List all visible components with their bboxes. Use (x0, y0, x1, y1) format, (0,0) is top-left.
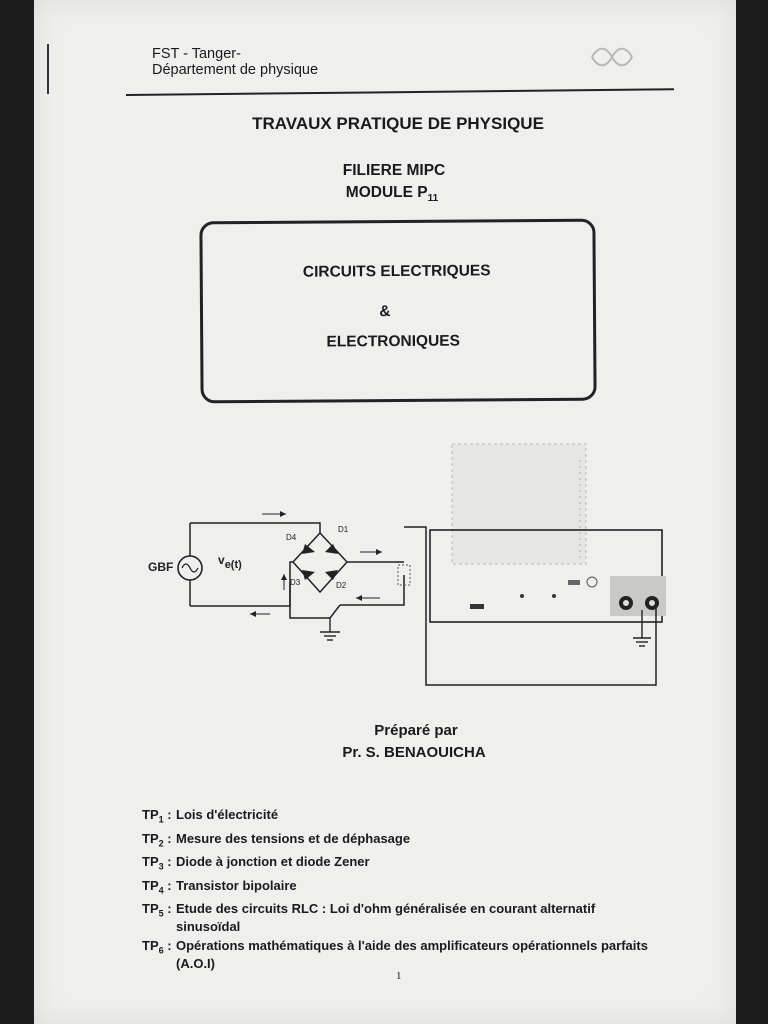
course-title-ampersand: & (379, 303, 391, 321)
page-number: 1 (396, 970, 402, 982)
list-item: TP6 : Opérations mathématiques à l'aide … (142, 937, 662, 973)
tp-title: Diode à jonction et diode Zener (176, 854, 370, 870)
oscilloscope-screen (451, 443, 587, 565)
list-item: TP5 : Etude des circuits RLC : Loi d'ohm… (142, 900, 662, 936)
course-title-line1: CIRCUITS ELECTRIQUES (302, 262, 491, 281)
bleed-through-logo (591, 47, 633, 67)
module-subscript: 11 (427, 193, 439, 205)
list-item: TP2 : Mesure des tensions et de déphasag… (142, 830, 662, 853)
list-item: TP3 : Diode à jonction et diode Zener (142, 853, 662, 876)
tp-title: Transistor bipolaire (176, 877, 297, 893)
tp-title: Etude des circuits RLC : Loi d'ohm génér… (176, 901, 596, 935)
tp-list: TP1 : Lois d'électricité TP2 : Mesure de… (142, 806, 662, 974)
gbf-label: GBF (148, 560, 173, 574)
module-label: MODULE P11 (0, 184, 768, 204)
tp-title: Mesure des tensions et de déphasage (176, 830, 411, 846)
diode-d4-label: D4 (286, 533, 297, 542)
module-prefix: MODULE P (345, 184, 428, 201)
prepared-by-label: Préparé par (374, 722, 458, 739)
rectifier-circuit-diagram: GBF ve(t) D1 D2 D3 D4 (148, 443, 666, 686)
diode-d2-label: D2 (336, 581, 347, 590)
institution-name: FST - Tanger- (152, 46, 241, 62)
margin-mark (47, 44, 49, 94)
diode-d3-label: D3 (290, 578, 301, 587)
filiere-label: FILIERE MIPC (342, 162, 446, 179)
document-page (34, 0, 736, 1024)
diode-d1-label: D1 (338, 525, 349, 534)
tp-title: Lois d'électricité (176, 807, 279, 822)
tp-title: Opérations mathématiques à l'aide des am… (176, 938, 648, 972)
diode-bridge (291, 531, 349, 594)
department-name: Département de physique (152, 62, 319, 78)
course-title-box: CIRCUITS ELECTRIQUES & ELECTRONIQUES (199, 218, 597, 404)
author-name: Pr. S. BENAOUICHA (342, 744, 486, 761)
list-item: TP4 : Transistor bipolaire (142, 877, 662, 900)
course-title-line3: ELECTRONIQUES (326, 332, 461, 351)
page-title: TRAVAUX PRATIQUE DE PHYSIQUE (252, 114, 544, 133)
input-voltage-label: ve(t) (218, 553, 242, 571)
list-item: TP1 : Lois d'électricité (142, 806, 662, 829)
